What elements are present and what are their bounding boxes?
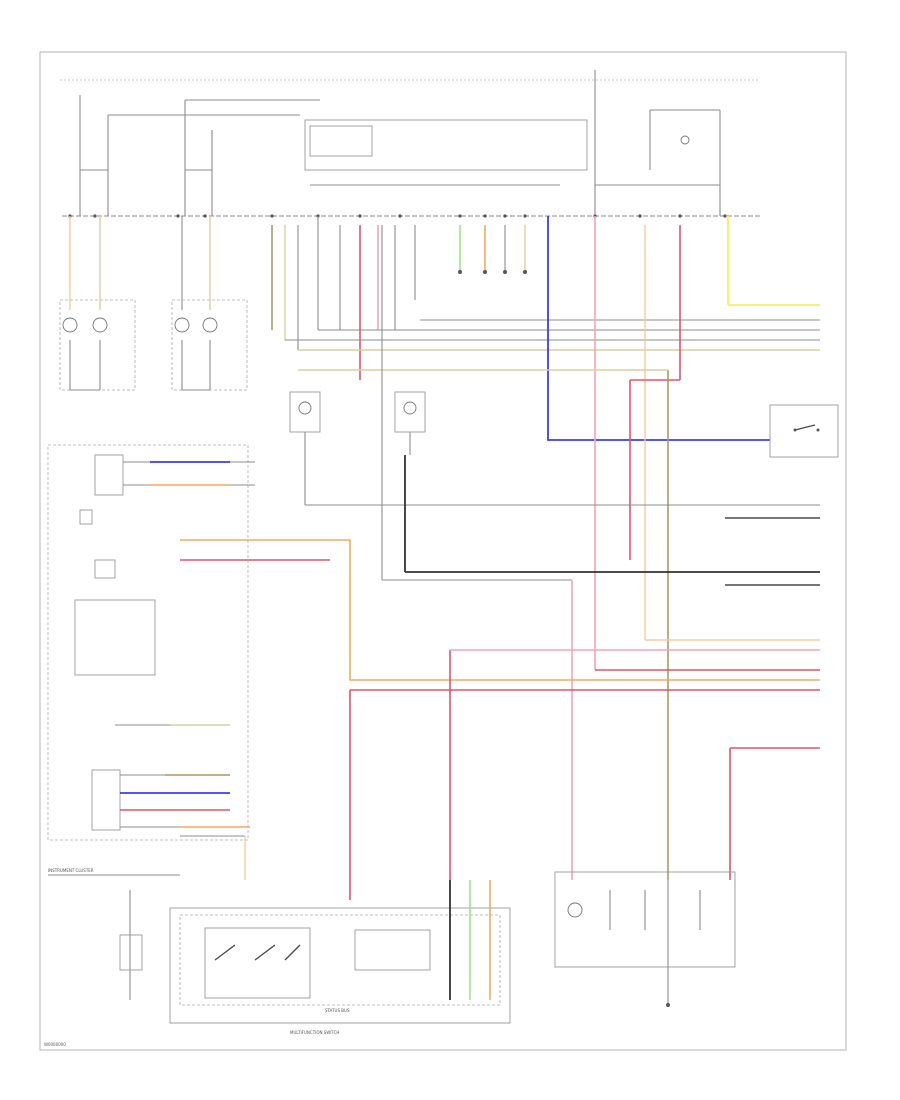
connector-pins bbox=[68, 214, 727, 218]
right-edge-wires bbox=[381, 225, 820, 880]
junction-box bbox=[304, 119, 588, 171]
blue-wire bbox=[547, 216, 770, 441]
mid-vertical-wires bbox=[271, 216, 416, 380]
courtesy-lamp-connectors bbox=[458, 225, 527, 274]
left-lamp-group-2 bbox=[171, 216, 248, 391]
junction-subbox bbox=[309, 125, 373, 157]
diagram-frame bbox=[39, 51, 847, 1051]
instrument-cluster-block bbox=[47, 444, 249, 841]
upper-left-feeds bbox=[79, 95, 320, 216]
left-lamp-group-1 bbox=[59, 216, 136, 391]
dome-lamp-left bbox=[289, 391, 820, 506]
status-bus-label: STATUS BUS bbox=[325, 1008, 350, 1013]
dome-lamp-right bbox=[394, 391, 820, 573]
bottom-right-lamp-module bbox=[554, 871, 736, 1007]
orange-red-runs bbox=[180, 539, 820, 900]
cluster-rows bbox=[74, 454, 255, 880]
corner-reference-label: W0000000 bbox=[44, 1042, 66, 1047]
right-bus-lines bbox=[285, 216, 820, 351]
long-verticals bbox=[298, 216, 681, 880]
right-switch-boxes bbox=[769, 404, 839, 458]
multifunction-switch-label: MULTIFUNCTION SWITCH bbox=[290, 1030, 339, 1035]
instrument-cluster-label: INSTRUMENT CLUSTER bbox=[48, 868, 94, 873]
bottom-left-module bbox=[48, 874, 180, 1000]
multifunction-switch-box bbox=[169, 880, 511, 1024]
right-top-section bbox=[594, 70, 721, 216]
